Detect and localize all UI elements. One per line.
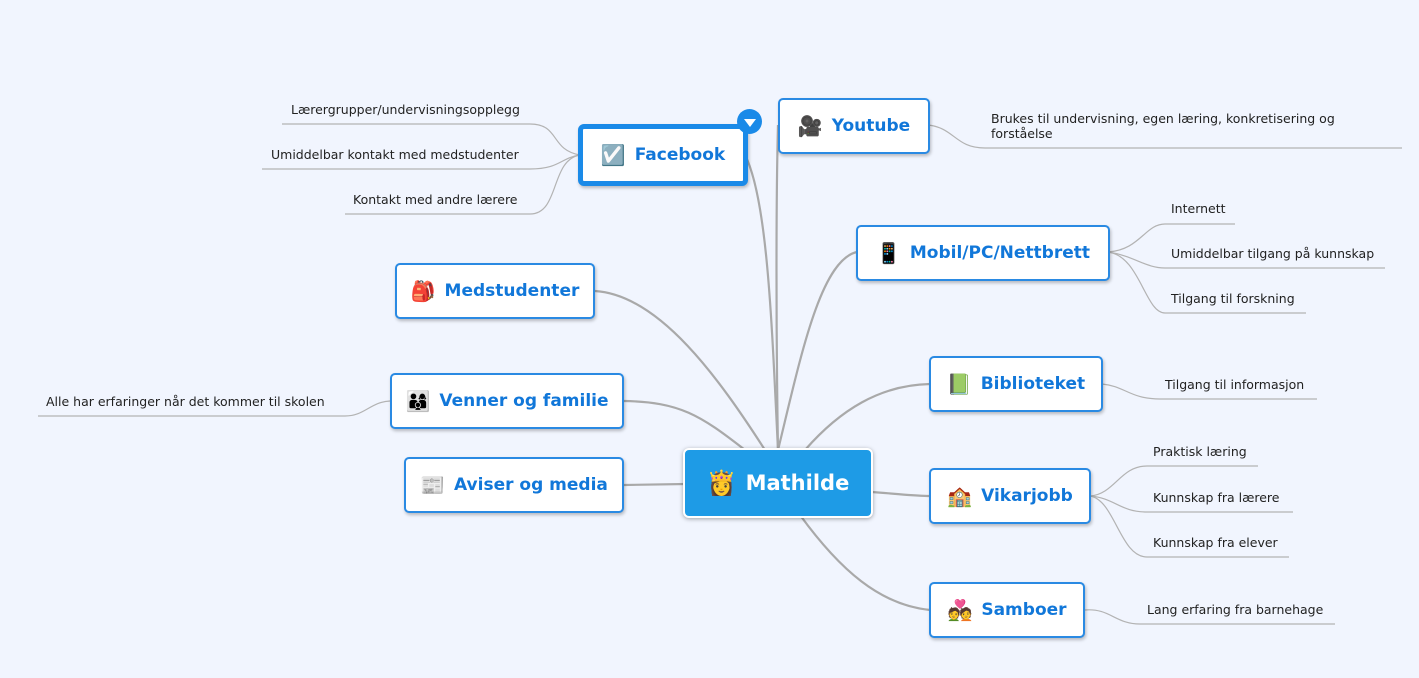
topic-medstudenter[interactable]: 🎒 Medstudenter [395, 263, 595, 319]
branch-mobil [776, 250, 858, 451]
root-label: Mathilde [745, 471, 850, 495]
newspaper-icon: 📰 [420, 473, 445, 497]
topic-youtube-label: Youtube [831, 116, 911, 136]
leaf-vikarjobb-1[interactable]: Praktisk læring [1153, 444, 1247, 459]
family-icon: 👨‍👩‍👦 [405, 389, 431, 413]
branch-samboer [799, 514, 931, 612]
topic-venner-label: Venner og familie [439, 391, 609, 411]
leaf-facebook-2[interactable]: Umiddelbar kontakt med medstudenter [271, 147, 519, 162]
topic-mobil-label: Mobil/PC/Nettbrett [909, 243, 1091, 263]
branch-venner [623, 399, 746, 451]
topic-aviser-label: Aviser og media [454, 475, 608, 495]
topic-biblioteket-label: Biblioteket [980, 374, 1086, 394]
topic-medstudenter-label: Medstudenter [444, 281, 580, 301]
topic-venner-og-familie[interactable]: 👨‍👩‍👦 Venner og familie [390, 373, 624, 429]
leaf-biblioteket-1[interactable]: Tilgang til informasjon [1165, 377, 1305, 392]
topic-facebook-label: Facebook [634, 145, 726, 165]
backpack-icon: 🎒 [410, 279, 436, 303]
checkbox-icon: ☑️ [600, 143, 626, 167]
branch-biblioteket [804, 382, 931, 451]
school-building-icon: 🏫 [947, 484, 973, 508]
leaf-vikarjobb-2[interactable]: Kunnskap fra lærere [1153, 490, 1280, 505]
topic-vikarjobb[interactable]: 🏫 Vikarjobb [929, 468, 1091, 524]
branch-aviser [623, 482, 687, 487]
mobile-phone-icon: 📱 [875, 241, 901, 265]
branch-youtube [775, 124, 780, 451]
leaf-samboer-1[interactable]: Lang erfaring fra barnehage [1147, 602, 1324, 617]
leaf-facebook-1[interactable]: Lærergrupper/undervisningsopplegg [291, 102, 520, 117]
topic-mobil-pc-nettbrett[interactable]: 📱 Mobil/PC/Nettbrett [856, 225, 1110, 281]
leaf-mobil-3[interactable]: Tilgang til forskning [1171, 291, 1295, 306]
leaf-mobil-2[interactable]: Umiddelbar tilgang på kunnskap [1171, 246, 1375, 261]
collapse-toggle-button[interactable] [737, 109, 762, 134]
green-book-icon: 📗 [946, 372, 972, 396]
topic-aviser-og-media[interactable]: 📰 Aviser og media [404, 457, 624, 513]
root-topic-mathilde[interactable]: 👸 Mathilde [683, 448, 873, 518]
topic-youtube[interactable]: 🎥 Youtube [778, 98, 930, 154]
leaf-venner-1[interactable]: Alle har erfaringer når det kommer til s… [46, 394, 325, 409]
couple-with-heart-icon: 💑 [947, 598, 973, 622]
branch-medstudenter [594, 289, 766, 451]
topic-vikarjobb-label: Vikarjobb [981, 486, 1073, 506]
branch-facebook [744, 154, 780, 451]
leaf-vikarjobb-3[interactable]: Kunnskap fra elever [1153, 535, 1278, 550]
princess-icon: 👸 [706, 469, 737, 497]
topic-samboer[interactable]: 💑 Samboer [929, 582, 1085, 638]
leaf-mobil-1[interactable]: Internett [1171, 201, 1226, 216]
topic-biblioteket[interactable]: 📗 Biblioteket [929, 356, 1103, 412]
video-camera-icon: 🎥 [797, 114, 823, 138]
leaf-facebook-3[interactable]: Kontakt med andre lærere [353, 192, 518, 207]
leaf-youtube-1[interactable]: Brukes til undervisning, egen læring, ko… [991, 111, 1335, 141]
branch-vikarjobb [870, 490, 931, 498]
topic-facebook[interactable]: ☑️ Facebook [578, 124, 748, 186]
topic-samboer-label: Samboer [981, 600, 1067, 620]
